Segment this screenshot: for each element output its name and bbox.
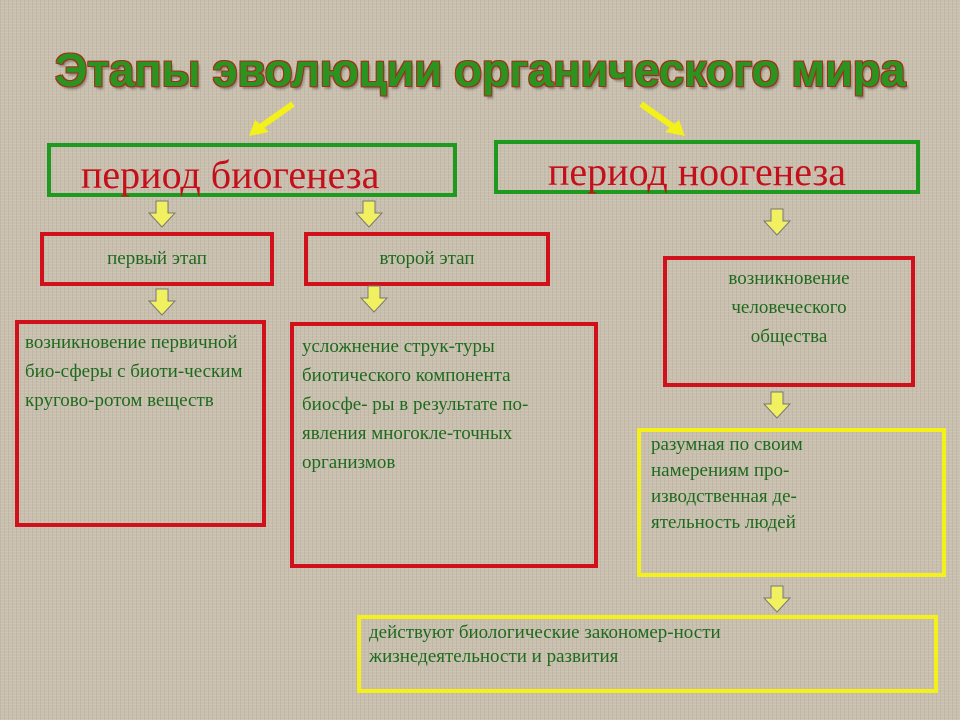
second-stage-description-box: усложнение струк-туры биотического компо… bbox=[290, 322, 598, 568]
down-arrow-icon bbox=[763, 585, 791, 613]
first-stage-description-box: возникновение первичной био-сферы с биот… bbox=[15, 320, 266, 527]
production-activity-box: разумная по своим намерениям про-изводст… bbox=[637, 428, 946, 577]
first-stage-description: возникновение первичной био-сферы с биот… bbox=[25, 332, 243, 411]
biological-laws-label: действуют биологические закономер-ности … bbox=[369, 622, 721, 667]
down-arrow-icon bbox=[148, 200, 176, 228]
production-activity-label: разумная по своим намерениям про-изводст… bbox=[651, 434, 803, 533]
second-stage-box: второй этап bbox=[304, 232, 550, 286]
down-arrow-icon bbox=[763, 208, 791, 236]
slide-title: Этапы эволюции органического мира bbox=[54, 44, 906, 96]
down-arrow-icon bbox=[355, 200, 383, 228]
down-arrow-icon bbox=[763, 391, 791, 419]
period-noogenesis-label: период ноогенеза bbox=[548, 149, 847, 194]
arrow-down-left-icon bbox=[249, 101, 295, 136]
biological-laws-box: действуют биологические закономер-ности … bbox=[357, 615, 938, 693]
human-society-box: возникновение человеческого общества bbox=[663, 256, 915, 387]
period-biogenesis-box: период биогенеза bbox=[47, 143, 457, 197]
period-biogenesis-label: период биогенеза bbox=[81, 152, 380, 197]
second-stage-label: второй этап bbox=[379, 248, 475, 269]
human-society-label: возникновение человеческого общества bbox=[728, 268, 850, 347]
second-stage-description: усложнение струк-туры биотического компо… bbox=[302, 336, 529, 473]
down-arrow-icon bbox=[360, 285, 388, 313]
period-noogenesis-box: период ноогенеза bbox=[494, 140, 920, 194]
first-stage-box: первый этап bbox=[40, 232, 274, 286]
first-stage-label: первый этап bbox=[107, 248, 207, 269]
arrow-down-right-icon bbox=[639, 101, 685, 136]
down-arrow-icon bbox=[148, 288, 176, 316]
